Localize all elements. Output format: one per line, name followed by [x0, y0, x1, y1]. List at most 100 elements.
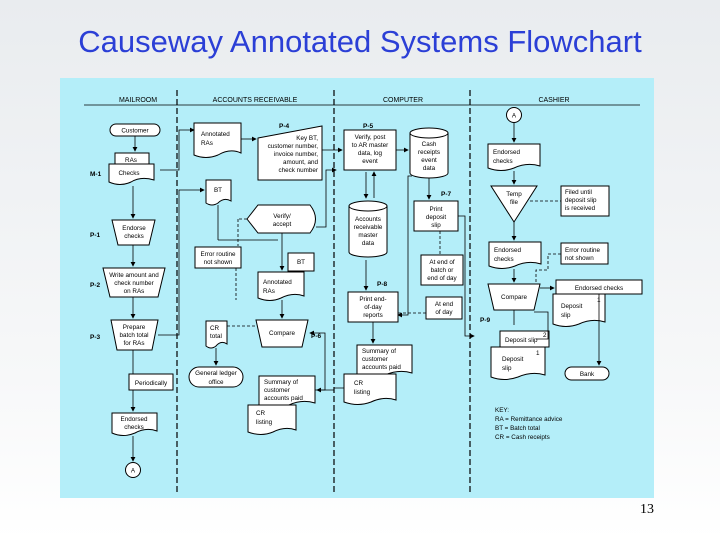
error-routine-annotation-ar: Error routine not shown	[194, 246, 242, 269]
connector-a-cashier: A	[506, 107, 522, 123]
end-of-batch-annotation: At end of batch or end of day	[420, 254, 464, 286]
compare-process-ar: Compare	[255, 319, 309, 348]
verify-accept-display: Verify/ accept	[246, 204, 316, 234]
flowchart-label: data	[423, 165, 436, 172]
flowchart-label: RA = Remittance advice	[495, 416, 563, 423]
flowchart-label: slip	[502, 365, 512, 372]
lane-cashier: CASHIER	[538, 97, 569, 104]
lane-accounts-receivable: ACCOUNTS RECEIVABLE	[213, 97, 298, 104]
bank-terminal: Bank	[564, 366, 610, 381]
flowchart-label: accounts paid	[362, 364, 401, 371]
flowchart-label: check number	[114, 280, 154, 287]
flowchart-label: reports	[363, 312, 383, 319]
flowchart-label: Key BT,	[296, 135, 318, 142]
write-amount-process: Write amount and check number on RAs	[102, 267, 166, 298]
flowchart-label: At end	[435, 301, 454, 308]
print-deposit-slip-process: Print deposit slip	[413, 200, 459, 232]
annotated-ras-document-mid: Annotated RAs	[257, 271, 305, 301]
step-p6: P-6	[311, 333, 322, 340]
flowchart-label: Error routine	[201, 251, 236, 258]
key-bt-manual-input: Key BT, customer number, invoice number,…	[257, 125, 323, 181]
step-p3: P-3	[90, 334, 101, 341]
checks-document: Checks	[108, 163, 155, 185]
endorsed-checks-cashier-mid: Endorsed checks	[488, 241, 542, 269]
cash-receipts-event-data-storage: Cash receipts event data	[409, 127, 449, 179]
endorsed-checks-cashier-top: Endorsed checks	[487, 143, 541, 171]
flowchart-label: checks	[124, 424, 144, 431]
connector-a-mailroom: A	[125, 462, 141, 478]
flowchart-label: Print end-	[359, 296, 386, 303]
flowchart-label: Print	[430, 206, 443, 213]
flowchart-label: end of day	[427, 275, 457, 282]
flowchart-label: not shown	[565, 255, 594, 262]
flowchart-label: At end of	[429, 259, 454, 266]
flowchart-label: RAs	[201, 140, 213, 147]
step-p2: P-2	[90, 282, 101, 289]
flowchart-label: Verify/	[273, 213, 291, 220]
flowchart-label: BT	[297, 259, 305, 266]
flowchart-label: customer	[264, 387, 290, 394]
deposit-slip-document-right: Deposit slip 1	[552, 293, 606, 327]
endorse-checks-process: Endorse checks	[111, 219, 156, 246]
flowchart-label: Annotated	[201, 131, 230, 138]
flowchart-label: Annotated	[263, 279, 292, 286]
flowchart-label: Customer	[121, 128, 148, 135]
step-p1: P-1	[90, 232, 101, 239]
flowchart-label: not shown	[204, 259, 233, 266]
flowchart-label: deposit	[426, 214, 447, 221]
slide-title: Causeway Annotated Systems Flowchart	[78, 24, 642, 59]
flowchart-label: 2	[543, 332, 547, 339]
flowchart-label: on RAs	[124, 288, 145, 295]
print-end-of-day-reports-process: Print end- of-day reports	[347, 291, 399, 323]
flowchart-label: customer	[362, 356, 388, 363]
flowchart-label: 1	[536, 350, 540, 357]
flowchart-label: RAs	[263, 288, 275, 295]
flowchart-label: Endorsed checks	[575, 285, 623, 292]
accounts-receivable-master-storage: Accounts receivable master data	[348, 200, 388, 258]
flowchart-label: Write amount and	[109, 272, 159, 279]
flowchart-label: BT	[214, 187, 222, 194]
flowchart-label: data	[362, 240, 375, 247]
flowchart-label: BT = Batch total	[495, 425, 540, 432]
periodically-annotation: Periodically	[128, 373, 174, 391]
flowchart-label: Cash	[422, 141, 437, 148]
flowchart-label: invoice number,	[274, 151, 318, 158]
step-p4: P-4	[279, 123, 290, 130]
flowchart-label: checks	[493, 158, 513, 165]
flowchart-label: listing	[256, 419, 273, 426]
flowchart-label: Error routine	[565, 247, 600, 254]
flowchart-label: slip	[561, 312, 571, 319]
flowchart-label: data, log	[358, 150, 383, 157]
flowchart-label: Endorsed	[494, 247, 521, 254]
flowchart-label: is received	[565, 205, 596, 212]
flowchart-label: listing	[354, 389, 371, 396]
flowchart-label: batch or	[431, 267, 454, 274]
flowchart-label: CR	[256, 410, 266, 417]
cr-total-document: CR total	[205, 320, 228, 349]
lane-computer: COMPUTER	[383, 97, 423, 104]
general-ledger-terminal: General ledger office	[188, 366, 244, 388]
flowchart-label: check number	[278, 167, 318, 174]
flowchart-label: Endorsed	[493, 149, 520, 156]
flowchart-label: of-day	[364, 304, 382, 311]
flowchart-label: accept	[273, 221, 292, 228]
flowchart-label: checks	[494, 256, 514, 263]
flowchart-label: slip	[431, 222, 441, 229]
filed-until-annotation: Filed until deposit slip is received	[560, 185, 610, 217]
flowchart-label: Deposit	[502, 356, 524, 363]
flowchart-label: accounts paid	[264, 395, 303, 402]
flowchart-label: batch total	[119, 332, 148, 339]
customer-terminal: Customer	[109, 123, 161, 137]
flowchart-label: Compare	[269, 330, 295, 337]
prepare-batch-total-process: Prepare batch total for RAs	[110, 319, 159, 351]
at-end-of-day-annotation: At end of day	[425, 296, 463, 320]
endorsed-checks-mailroom: Endorsed checks	[111, 412, 158, 436]
temp-file-storage: Temp file	[490, 185, 538, 223]
flowchart-label: Temp	[506, 191, 522, 198]
flowchart-label: total	[210, 333, 222, 340]
flowchart-label: event	[421, 157, 437, 164]
flowchart-label: Checks	[119, 170, 140, 177]
step-p9: P-9	[480, 317, 491, 324]
flowchart-label: KEY:	[495, 407, 509, 414]
